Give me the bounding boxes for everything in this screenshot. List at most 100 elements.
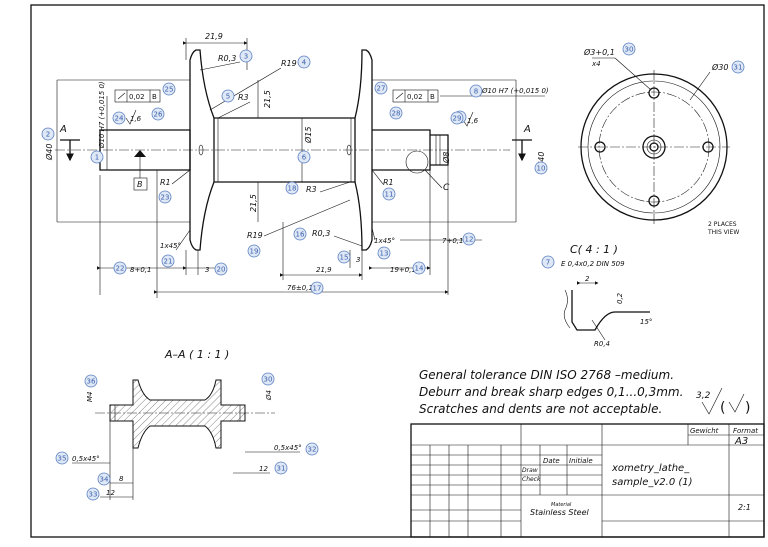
dim-phi3x4: Ø3+0,1	[583, 47, 615, 57]
balloon-36	[84, 374, 98, 388]
balloon-11	[382, 187, 396, 201]
detail-c-label: C	[443, 183, 450, 193]
dim-phi10-right: Ø10 H7 (+0,015 0)	[481, 87, 549, 95]
balloon-31	[731, 60, 745, 74]
section-arrow-right: A	[512, 124, 532, 162]
dim-r19-top: R19	[281, 59, 297, 68]
balloon-label: 31	[734, 64, 743, 72]
balloon-25	[162, 82, 176, 96]
balloon-numbers: 1234567891011121314151617181920212223242…	[41, 42, 745, 501]
right-shaft	[372, 129, 431, 171]
balloon-20	[214, 262, 228, 276]
sec-dim-8: 8	[119, 475, 124, 483]
dim-76: 76±0,1	[287, 284, 313, 292]
surface-value: 3,2	[696, 391, 711, 401]
surface-paren-open: (	[720, 400, 725, 416]
right-flange	[354, 49, 373, 251]
surface-symbol: 3,2 ( )	[696, 387, 750, 416]
balloon-label: 19	[250, 248, 259, 256]
dim-21-5-bottom: 21,5	[249, 194, 258, 212]
balloon-label: 25	[165, 86, 174, 94]
balloon-label: 18	[288, 185, 297, 193]
balloon-5	[221, 89, 235, 103]
balloon-29	[450, 111, 464, 125]
balloon-label: 33	[89, 491, 98, 499]
dim-8: 8+0,1	[130, 266, 151, 274]
tb-scale: 2:1	[738, 503, 751, 512]
balloon-3	[239, 49, 253, 63]
svg-text:A: A	[59, 124, 67, 135]
balloon-label: 34	[100, 476, 109, 484]
svg-text:A: A	[523, 124, 531, 135]
title-block: Gewicht Format A3 Date Initiale Draw Che…	[410, 423, 765, 538]
balloon-28	[389, 106, 403, 120]
balloon-label: 17	[313, 285, 322, 293]
balloon-label: 2	[46, 131, 50, 139]
side-hole-right	[702, 141, 714, 153]
tb-material-label: Material	[551, 502, 572, 508]
balloon-4	[297, 55, 311, 69]
balloon-14	[412, 261, 426, 275]
dim-19: 19+0,1	[390, 266, 416, 274]
balloon-23	[158, 190, 172, 204]
balloon-label: 4	[302, 59, 307, 67]
balloon-label: 31	[277, 465, 286, 473]
side-bolt-circle	[598, 91, 710, 203]
dim-r3-bottom: R3	[306, 185, 317, 194]
detail-dim-0-2: 0,2	[616, 292, 624, 304]
balloon-label: 15	[340, 254, 349, 262]
detail-c-marker	[405, 150, 429, 174]
balloon-label: 20	[217, 266, 226, 274]
balloon-6	[297, 150, 311, 164]
balloon-label: 11	[385, 191, 394, 199]
balloon-15	[337, 250, 351, 264]
surface-paren-close: )	[745, 400, 750, 416]
dim-phi8: Ø8	[441, 152, 451, 164]
dim-chamfer-left: 1x45°	[160, 242, 181, 250]
balloon-label: 35	[58, 455, 67, 463]
balloon-16	[293, 227, 307, 241]
dim-phi30: Ø30	[711, 62, 728, 72]
balloon-label: 5	[226, 93, 230, 101]
balloon-label: 8	[474, 88, 478, 96]
roughness-left: 1,6	[130, 115, 142, 123]
balloon-33	[86, 487, 100, 501]
tb-gewicht: Gewicht	[690, 427, 719, 435]
detail-c-note: E 0,4x0,2 DIN 509	[561, 260, 625, 268]
balloon-label: 26	[154, 111, 163, 119]
balloon-label: 29	[453, 115, 462, 123]
balloon-24	[112, 111, 126, 125]
balloon-13	[377, 246, 391, 260]
note-line-3: Scratches and dents are not acceptable.	[419, 402, 662, 416]
sec-phi4: Ø4	[265, 390, 273, 401]
tb-draw: Draw	[522, 467, 538, 474]
balloon-35	[55, 451, 69, 465]
balloon-label: 14	[415, 265, 424, 273]
balloon-label: 13	[380, 250, 389, 258]
section-title: A–A ( 1 : 1 )	[164, 348, 229, 361]
balloon-27	[374, 81, 388, 95]
note-line-1: General tolerance DIN ISO 2768 –medium.	[419, 368, 674, 382]
dim-r1-right: R1	[383, 178, 394, 187]
dim-r3-top: R3	[238, 93, 249, 102]
sec-dim-12-left: 12	[106, 489, 115, 497]
places-note: 2 PLACES THIS VIEW	[707, 221, 739, 236]
center-hub	[214, 117, 356, 183]
dim-x4: x4	[591, 60, 601, 68]
dim-r0-3-top: R0,3	[218, 54, 236, 63]
tb-check: Check	[522, 476, 541, 483]
dim-chamfer-right: 1x45°	[374, 237, 395, 245]
side-outer-circle	[580, 73, 728, 221]
balloon-label: 3	[244, 53, 248, 61]
dim-r19-bottom: R19	[247, 231, 263, 240]
sec-chamfer-right: 0,5x45°	[274, 444, 302, 452]
dim-3-right: 3	[356, 256, 360, 264]
svg-text:0,02: 0,02	[407, 93, 423, 101]
detail-c-view: C( 4 : 1 ) E 0,4x0,2 DIN 509 2 0,2 15° R…	[561, 243, 652, 348]
balloon-18	[285, 181, 299, 195]
balloon-30	[622, 42, 636, 56]
general-notes: General tolerance DIN ISO 2768 –medium. …	[419, 368, 683, 416]
sec-m4: M4	[86, 392, 94, 403]
svg-text:0,02: 0,02	[129, 93, 145, 101]
